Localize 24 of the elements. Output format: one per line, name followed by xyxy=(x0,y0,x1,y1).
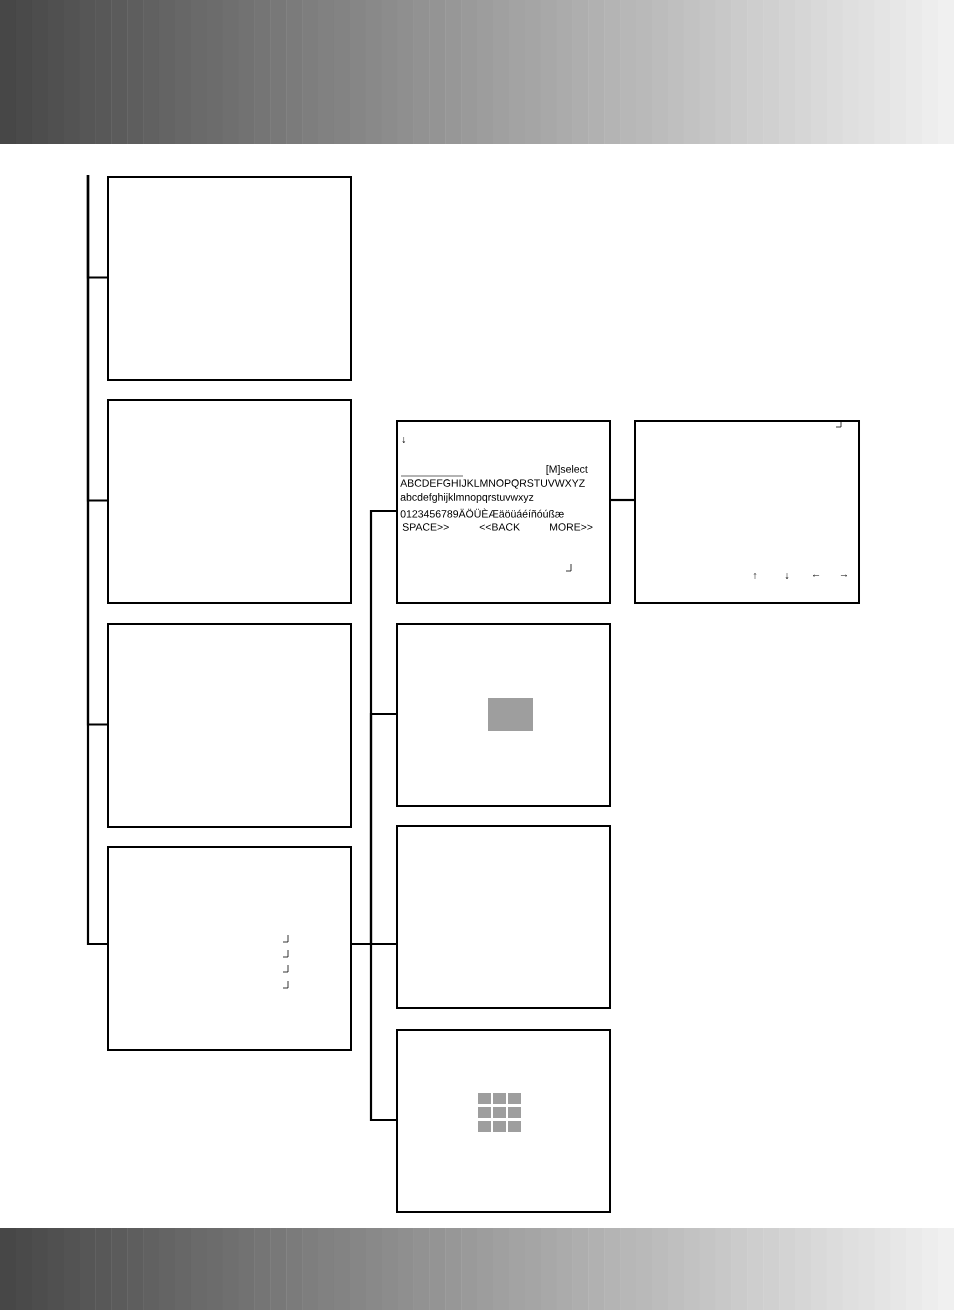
menu-screen xyxy=(107,623,352,828)
menu-text: ↓ xyxy=(402,436,406,444)
menu-text: [M]select xyxy=(546,465,588,475)
menu-screen xyxy=(634,420,860,604)
menu-text: abcdefghijklmnopqrstuvwxyz xyxy=(400,493,534,503)
menu-text: → xyxy=(840,574,848,577)
menu-text: ↑ xyxy=(753,572,757,580)
menu-text: ↓ xyxy=(785,572,789,580)
menu-screen xyxy=(396,1029,611,1213)
menu-text: ABCDEFGHIJKLMNOPQRSTUVWXYZ xyxy=(400,479,585,489)
menu-screen xyxy=(396,825,611,1009)
menu-text: 0123456789ÄÖÜÈÆäöüáéíñóúßæ xyxy=(400,508,564,518)
menu-screen xyxy=(396,623,611,807)
menu-text: <<BACK xyxy=(479,523,520,531)
menu-screen xyxy=(107,176,352,381)
connector-line xyxy=(352,942,396,1122)
connector-line xyxy=(86,175,107,946)
menu-text: ← xyxy=(812,574,820,577)
menu-screen xyxy=(107,846,352,1051)
menu-text: SPACE>> xyxy=(402,523,449,531)
menu-screen xyxy=(396,420,611,604)
connector-line xyxy=(611,498,634,502)
menu-text: MORE>> xyxy=(550,523,593,531)
menu-screen xyxy=(107,399,352,604)
